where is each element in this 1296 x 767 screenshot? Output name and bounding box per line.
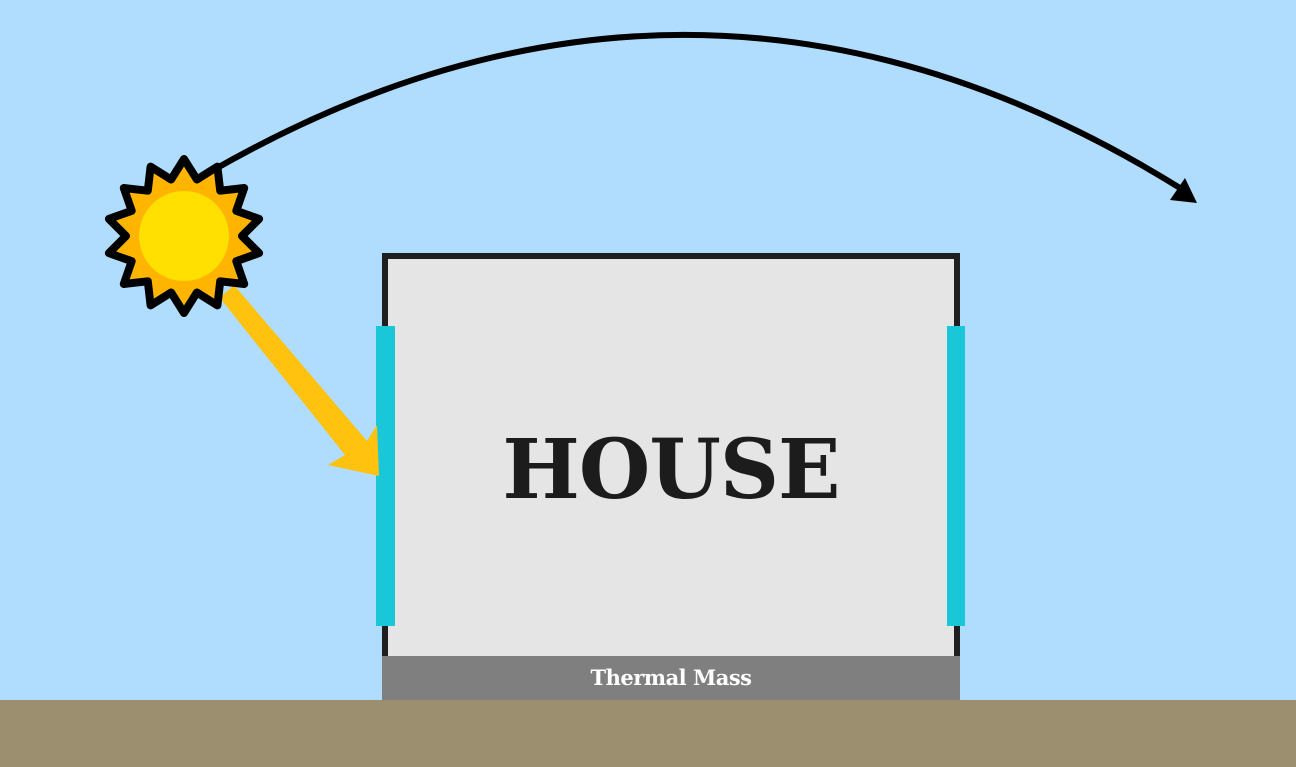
curved-arrow-icon xyxy=(207,31,1183,191)
house-body xyxy=(382,253,960,669)
arrow-icon xyxy=(220,285,379,476)
curved-arrow-head xyxy=(1170,178,1197,203)
south-window xyxy=(376,326,395,626)
thermal-mass-slab xyxy=(382,656,960,700)
ground xyxy=(0,700,1296,767)
north-window xyxy=(947,326,965,626)
house-label: HOUSE xyxy=(502,422,840,518)
sun-icon xyxy=(104,155,264,317)
thermal-mass-label: Thermal Mass xyxy=(590,665,752,690)
